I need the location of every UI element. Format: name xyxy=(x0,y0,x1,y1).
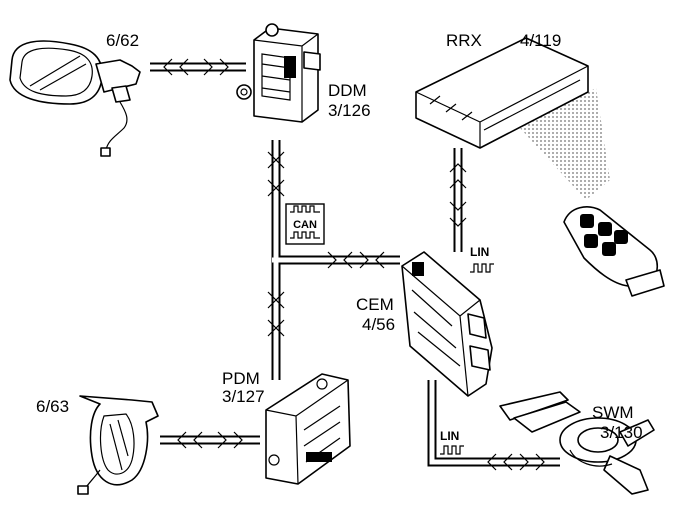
ddm-code: 3/126 xyxy=(328,101,371,120)
pdm-name: PDM xyxy=(222,369,260,388)
can-bus-label: CAN xyxy=(293,219,317,231)
link-ddm-mirror xyxy=(146,58,250,76)
lin-rrx-label: LIN xyxy=(470,245,489,259)
rrx-module-icon xyxy=(415,37,589,149)
pdm-code: 3/127 xyxy=(222,387,265,406)
passenger-mirror-code: 6/63 xyxy=(36,397,69,416)
lin-swm-label: LIN xyxy=(440,429,459,443)
cem-code: 4/56 xyxy=(362,315,395,334)
link-cem-swm xyxy=(427,376,564,471)
rrx-code: 4/119 xyxy=(520,31,561,50)
passenger-mirror-icon xyxy=(77,395,159,495)
cem-module-icon xyxy=(401,251,493,397)
driver-mirror-icon xyxy=(9,40,141,157)
remote-key-icon xyxy=(563,206,665,297)
driver-mirror-code: 6/62 xyxy=(106,31,139,50)
can-bus-lines xyxy=(267,136,404,384)
rrx-name: RRX xyxy=(446,31,482,50)
lin-bus-badge-swm: LIN xyxy=(440,429,464,455)
ddm-module-icon xyxy=(236,23,321,123)
swm-code: 3/130 xyxy=(600,423,643,442)
link-rrx-cem xyxy=(449,144,467,256)
cem-name: CEM xyxy=(356,295,394,314)
swm-module-icon xyxy=(499,391,655,495)
pdm-module-icon xyxy=(265,373,351,485)
can-bus-badge: CAN xyxy=(285,203,325,245)
lin-bus-badge-rrx: LIN xyxy=(470,245,494,273)
ddm-name: DDM xyxy=(328,81,367,100)
swm-name: SWM xyxy=(592,403,634,422)
link-pdm-mirror xyxy=(156,431,264,449)
signal-waves-icon xyxy=(520,88,610,200)
